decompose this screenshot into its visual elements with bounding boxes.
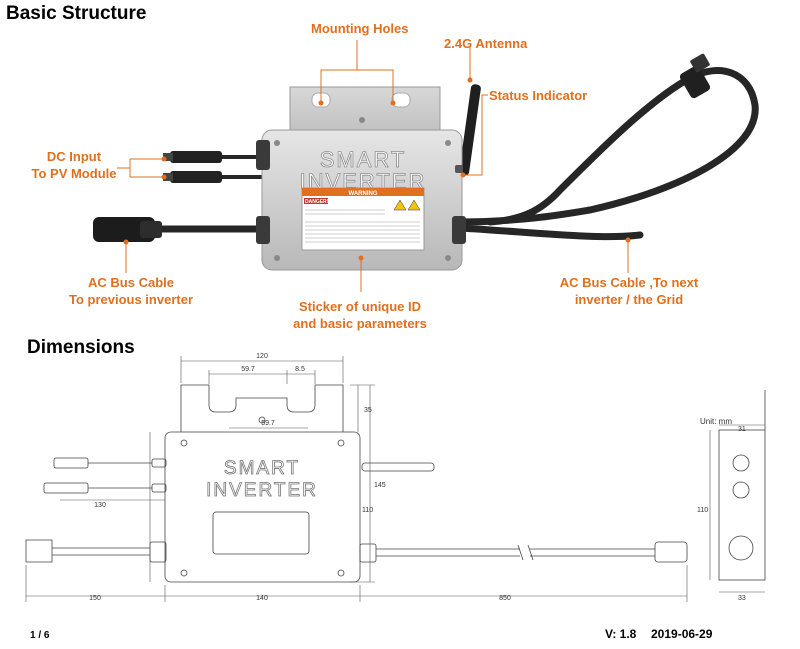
dim-ac-left: 150 bbox=[89, 595, 101, 602]
dim-body-width: 140 bbox=[256, 595, 268, 602]
antenna bbox=[459, 84, 481, 176]
body-outline bbox=[164, 431, 361, 583]
flange-outline bbox=[180, 384, 344, 432]
dim-side-bottom: 33 bbox=[738, 595, 746, 602]
dim-flange: 35 bbox=[364, 407, 372, 414]
callout-antenna: 2.4G Antenna bbox=[444, 36, 528, 51]
dim-dc-cable: 130 bbox=[94, 502, 106, 509]
dim-side-height: 110 bbox=[697, 507, 708, 514]
side-view-outline bbox=[718, 429, 766, 581]
danger-label: DANGER! bbox=[305, 199, 329, 205]
dim-width-top: 120 bbox=[256, 353, 268, 360]
version: V: 1.8 bbox=[605, 627, 637, 641]
page-number: 1 / 6 bbox=[30, 630, 50, 641]
dim-body-height: 110 bbox=[362, 507, 373, 514]
dim-total-height: 145 bbox=[374, 482, 386, 489]
dim-slot-gap: 8.5 bbox=[295, 366, 305, 373]
warning-label: WARNING bbox=[349, 191, 378, 197]
callout-ac-next-line1: AC Bus Cable ,To next bbox=[559, 275, 699, 290]
basic-structure-title: Basic Structure bbox=[6, 3, 147, 24]
sticker-outline bbox=[212, 511, 310, 555]
callout-dc-input-line2: To PV Module bbox=[31, 166, 117, 181]
dim-slot-bottom: 59.7 bbox=[261, 420, 275, 427]
callout-ac-prev: AC Bus Cable To previous inverter bbox=[66, 274, 196, 308]
callout-ac-prev-line1: AC Bus Cable bbox=[88, 275, 174, 290]
ac-next-connector bbox=[679, 53, 711, 99]
callout-ac-prev-line2: To previous inverter bbox=[68, 292, 193, 307]
dim-inverter-label: INVERTER bbox=[206, 480, 318, 501]
smart-label: SMART bbox=[320, 147, 407, 172]
antenna-outline bbox=[361, 462, 435, 472]
dim-side-top: 31 bbox=[738, 426, 746, 433]
dimensions-title: Dimensions bbox=[27, 337, 135, 358]
ac-cable-left bbox=[93, 217, 270, 242]
dim-unit: Unit: mm bbox=[700, 417, 732, 426]
callout-ac-next: AC Bus Cable ,To next inverter / the Gri… bbox=[558, 274, 700, 308]
callout-dc-input-line1: DC Input bbox=[46, 149, 102, 164]
callout-dc-input: DC Input To PV Module bbox=[31, 148, 117, 182]
dim-ac-right: 850 bbox=[499, 595, 511, 602]
callout-sticker-line1: Sticker of unique ID bbox=[298, 299, 422, 314]
callout-lines bbox=[117, 40, 629, 292]
warning-sticker: WARNING DANGER! bbox=[301, 187, 425, 251]
ac-cable-coil bbox=[451, 67, 759, 241]
callout-dots bbox=[123, 77, 631, 261]
dim-slot-left: 59.7 bbox=[241, 366, 255, 373]
date: 2019-06-29 bbox=[651, 627, 713, 641]
callout-ac-next-line2: inverter / the Grid bbox=[574, 292, 684, 307]
dc-connectors bbox=[163, 151, 222, 183]
callout-sticker: Sticker of unique ID and basic parameter… bbox=[290, 298, 430, 332]
callout-status-indicator: Status Indicator bbox=[489, 88, 588, 103]
dim-smart-label: SMART bbox=[224, 458, 300, 479]
callout-sticker-line2: and basic parameters bbox=[293, 316, 427, 331]
callout-mounting-holes: Mounting Holes bbox=[311, 21, 409, 36]
